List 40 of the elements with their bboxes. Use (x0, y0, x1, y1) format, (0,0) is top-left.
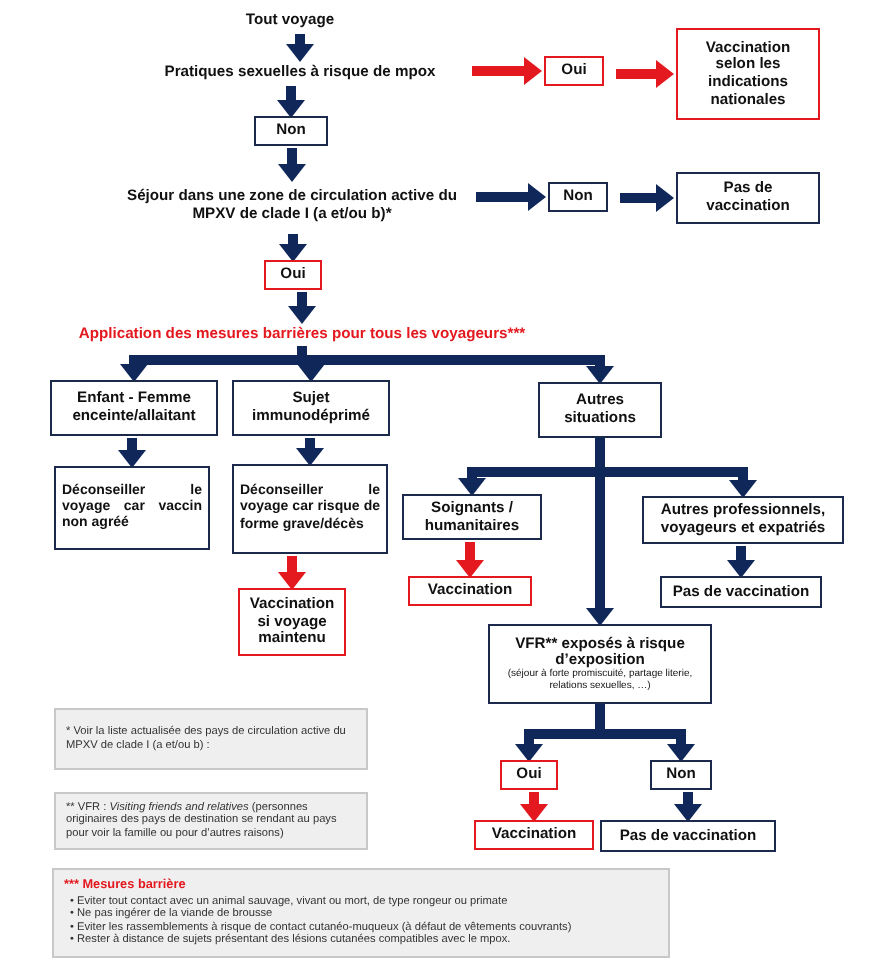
arrow (520, 792, 548, 822)
process-box (254, 116, 328, 146)
outcome-box (408, 576, 532, 606)
process-box (600, 820, 776, 852)
process-box (232, 380, 390, 436)
arrow (277, 86, 305, 118)
process-box (54, 466, 210, 550)
arrow (118, 438, 146, 468)
process-box (488, 624, 712, 704)
arrow (620, 184, 674, 212)
process-box (676, 172, 820, 224)
process-box (50, 380, 218, 436)
process-box (402, 494, 542, 540)
outcome-box (676, 28, 820, 120)
note-box (52, 868, 670, 958)
process-box (538, 382, 662, 438)
arrow (278, 148, 306, 182)
arrow (286, 34, 314, 62)
arrow (296, 438, 324, 466)
arrow (476, 183, 546, 211)
note-box (54, 792, 368, 850)
arrow (279, 234, 307, 262)
arrow (456, 542, 484, 578)
outcome-box (238, 588, 346, 656)
arrow (472, 57, 542, 85)
arrow (674, 792, 702, 822)
outcome-box (500, 760, 558, 790)
arrow (288, 292, 316, 324)
outcome-box (264, 260, 322, 290)
arrow (616, 60, 674, 88)
arrow (727, 546, 755, 578)
outcome-box (544, 56, 604, 86)
process-box (548, 182, 608, 212)
outcome-box (474, 820, 594, 850)
note-box (54, 708, 368, 770)
arrow (278, 556, 306, 590)
process-box (650, 760, 712, 790)
process-box (642, 496, 844, 544)
process-box (660, 576, 822, 608)
process-box (232, 464, 388, 554)
